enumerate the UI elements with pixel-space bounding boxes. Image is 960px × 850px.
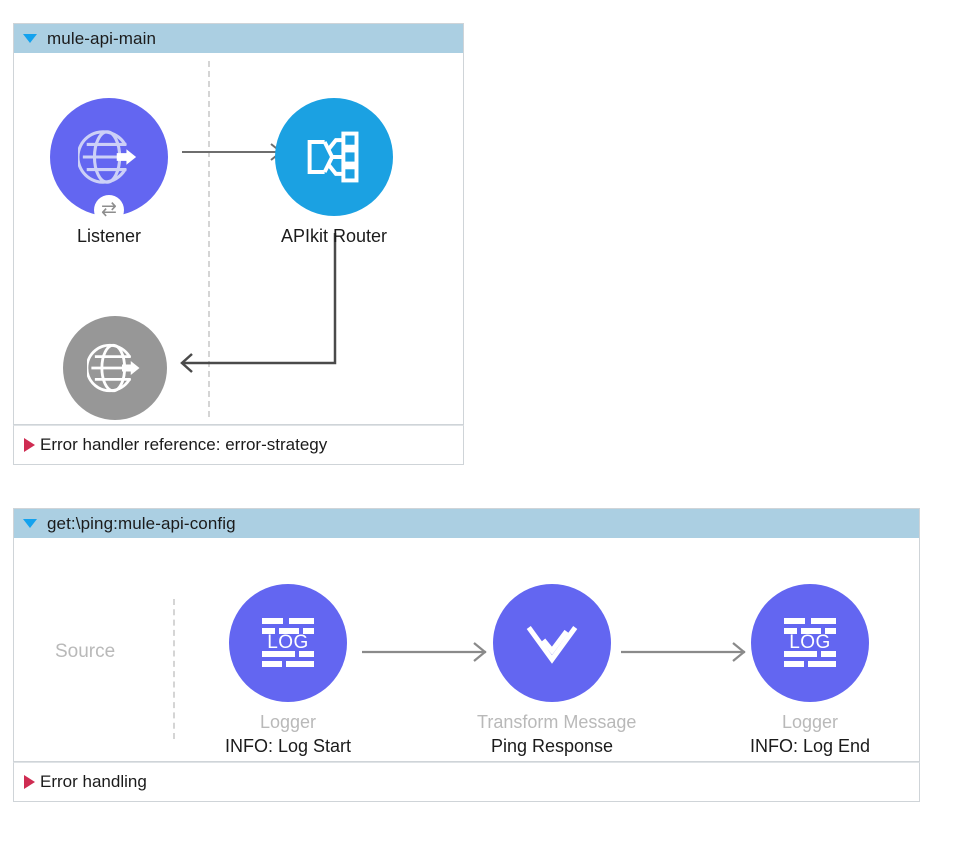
- node-name-label: Ping Response: [490, 736, 614, 756]
- node-name-label: INFO: Log End: [749, 736, 871, 756]
- node-type-label: Listener: [76, 226, 142, 246]
- node-icon-circle[interactable]: [63, 316, 167, 420]
- triangle-right-icon[interactable]: [24, 438, 35, 452]
- source-divider: [173, 599, 175, 739]
- triangle-down-icon[interactable]: [23, 34, 37, 43]
- node-logger-start[interactable]: LOG Logger INFO: Log Start: [213, 584, 363, 757]
- node-icon-circle[interactable]: [275, 98, 393, 216]
- node-icon-circle[interactable]: LOG: [751, 584, 869, 702]
- flow-body: Source: [13, 538, 920, 762]
- log-icon: LOG: [784, 618, 836, 667]
- node-icon-circle[interactable]: LOG: [229, 584, 347, 702]
- node-type-label: Transform Message: [477, 712, 637, 732]
- flow-error-handling-row[interactable]: Error handling: [13, 762, 920, 802]
- dataweave-icon: [526, 626, 578, 664]
- node-icon-circle[interactable]: [493, 584, 611, 702]
- node-icon-circle[interactable]: ⇄: [50, 98, 168, 225]
- flow-title: get:\ping:mule-api-config: [47, 513, 236, 533]
- error-handler-label: Error handler reference: error-strategy: [40, 435, 328, 454]
- node-name-label: INFO: Log Start: [224, 736, 352, 756]
- globe-arrow-icon: [78, 130, 137, 184]
- apikit-router-icon: [307, 131, 359, 183]
- source-label: Source: [55, 641, 116, 662]
- triangle-down-icon[interactable]: [23, 519, 37, 528]
- globe-arrow-icon: [87, 343, 140, 393]
- node-type-label: APIkit Router: [280, 226, 388, 246]
- node-listener[interactable]: ⇄ Listener: [34, 98, 184, 247]
- node-transform-message[interactable]: Transform Message Ping Response: [477, 584, 637, 757]
- connector-router-to-response: [170, 233, 350, 383]
- flow-header[interactable]: mule-api-main: [13, 23, 464, 53]
- two-way-arrow-glyph: ⇄: [101, 199, 117, 220]
- source-divider: [208, 61, 210, 417]
- flow-body: ⇄ Listener: [13, 53, 464, 425]
- error-handling-label: Error handling: [40, 772, 147, 791]
- node-logger-end[interactable]: LOG Logger INFO: Log End: [735, 584, 885, 757]
- node-listener-response[interactable]: [40, 316, 190, 420]
- log-icon: LOG: [262, 618, 314, 667]
- flow-error-handler-row[interactable]: Error handler reference: error-strategy: [13, 425, 464, 465]
- log-icon-text: LOG: [267, 632, 309, 653]
- triangle-right-icon[interactable]: [24, 775, 35, 789]
- connector-logger-start-to-transform: [362, 638, 494, 671]
- flow-mule-api-main[interactable]: mule-api-main: [13, 23, 464, 465]
- node-type-label: Logger: [781, 712, 839, 732]
- flow-header[interactable]: get:\ping:mule-api-config: [13, 508, 920, 538]
- log-icon-text: LOG: [789, 632, 831, 653]
- node-apikit-router[interactable]: APIkit Router: [259, 98, 409, 247]
- two-way-arrow-icon: ⇄: [94, 195, 124, 225]
- flow-get-ping-mule-api-config[interactable]: get:\ping:mule-api-config Source: [13, 508, 920, 802]
- node-type-label: Logger: [259, 712, 317, 732]
- connector-transform-to-logger-end: [621, 638, 753, 671]
- flow-title: mule-api-main: [47, 28, 157, 48]
